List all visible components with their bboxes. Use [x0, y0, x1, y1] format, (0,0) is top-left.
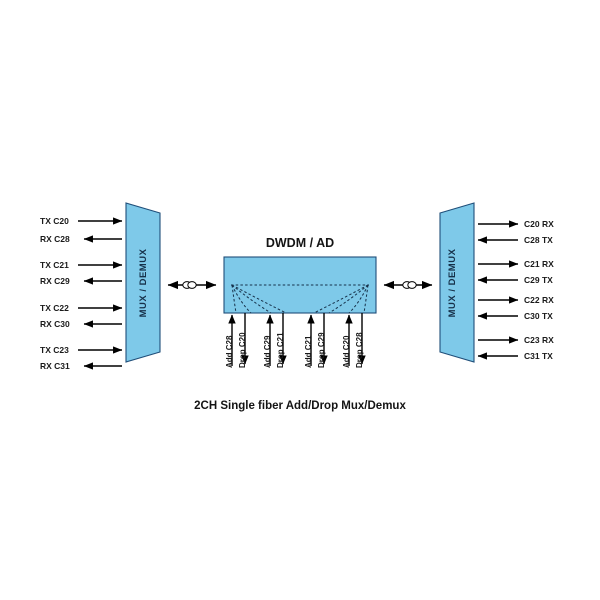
dash-curve-r3 [313, 284, 369, 314]
right-port-tx-label-1: C29 TX [524, 275, 553, 285]
dash-curve-l0 [231, 284, 237, 314]
add-drop-label-6: Add C20 [342, 335, 351, 368]
left-port-rx-label-1: RX C29 [40, 276, 70, 286]
dash-curve-r2 [328, 284, 369, 314]
right-port-tx-label-0: C28 TX [524, 235, 553, 245]
left-port-rx-label-2: RX C30 [40, 319, 70, 329]
add-drop-label-3: Drop C21 [276, 332, 285, 368]
left-port-tx-label-0: TX C20 [40, 216, 69, 226]
dwdm-ad-title: DWDM / AD [266, 236, 334, 250]
left-port-tx-label-2: TX C22 [40, 303, 69, 313]
right-port-rx-label-3: C23 RX [524, 335, 554, 345]
left-port-rx-label-3: RX C31 [40, 361, 70, 371]
left-port-tx-label-1: TX C21 [40, 260, 69, 270]
dash-curve-r0 [363, 284, 369, 314]
dwdm-ad-unit[interactable]: DWDM / AD [223, 236, 377, 314]
right-mux-demux-unit[interactable]: MUX / DEMUX [439, 202, 475, 363]
left-port-tx-label-3: TX C23 [40, 345, 69, 355]
right-port-lines [477, 220, 519, 360]
add-drop-label-4: Add C21 [304, 335, 313, 368]
right-port-rx-label-1: C21 RX [524, 259, 554, 269]
add-drop-label-2: Add C29 [263, 335, 272, 368]
left-mux-demux-shape[interactable] [125, 202, 161, 363]
left-port-rx-label-0: RX C28 [40, 234, 70, 244]
left-mux-demux-unit[interactable]: MUX / DEMUX [125, 202, 161, 363]
right-port-rx-label-2: C22 RX [524, 295, 554, 305]
right-port-tx-label-3: C31 TX [524, 351, 553, 361]
add-drop-arrows [228, 313, 366, 366]
left-fiber-link [167, 280, 217, 290]
left-port-labels: TX C20 RX C28 TX C21 RX C29 TX C22 RX C3… [40, 216, 70, 371]
dash-curve-l3 [231, 284, 287, 314]
right-port-labels: C20 RX C28 TX C21 RX C29 TX C22 RX C30 T… [524, 219, 554, 361]
add-drop-label-1: Drop C20 [238, 332, 247, 368]
right-fiber-link [383, 280, 433, 290]
right-fiber-coil-icon [402, 281, 417, 289]
right-port-tx-label-2: C30 TX [524, 311, 553, 321]
add-drop-label-5: Drop C29 [317, 332, 326, 368]
left-mux-demux-label: MUX / DEMUX [138, 248, 149, 317]
right-mux-demux-shape[interactable] [439, 202, 475, 363]
dash-curve-l2 [231, 284, 272, 314]
add-drop-label-7: Drop C28 [355, 332, 364, 368]
left-port-lines [78, 217, 123, 370]
right-mux-demux-label: MUX / DEMUX [447, 248, 458, 317]
add-drop-label-0: Add C28 [225, 335, 234, 368]
add-drop-labels: Add C28 Drop C20 Add C29 Drop C21 Add C2… [225, 332, 364, 368]
left-fiber-coil-icon [182, 281, 197, 289]
diagram-caption: 2CH Single fiber Add/Drop Mux/Demux [194, 400, 406, 412]
right-port-rx-label-0: C20 RX [524, 219, 554, 229]
